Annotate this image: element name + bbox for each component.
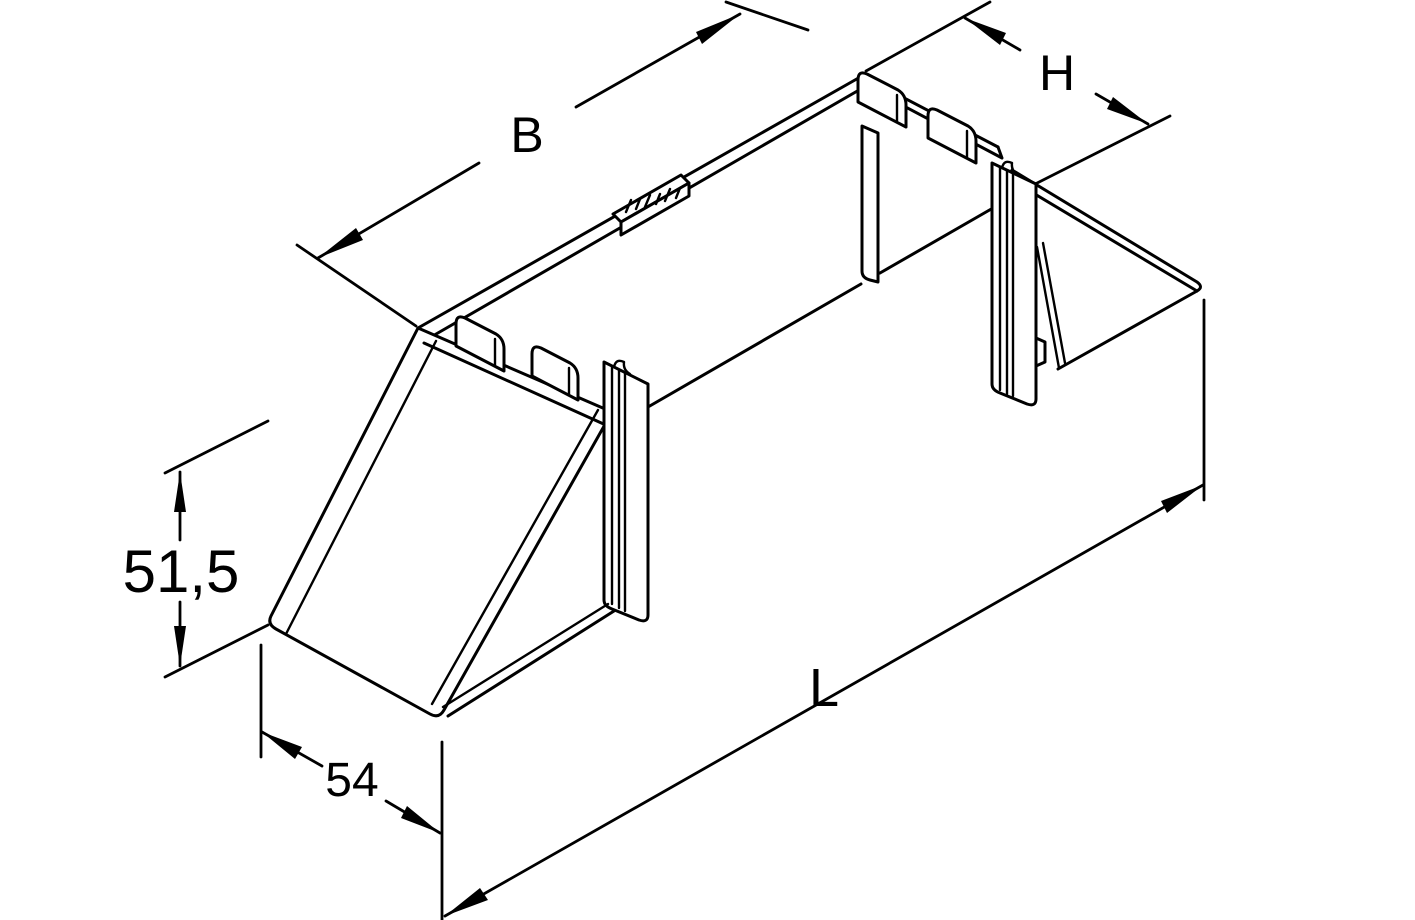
- wall-bottom-edge-right: [878, 206, 995, 275]
- left-clip-tabs: [454, 315, 580, 402]
- right-rail-lower-edge: [864, 84, 1004, 160]
- right-post: [990, 160, 1047, 407]
- dim-L-line: [443, 483, 1205, 918]
- dimension-54: 54: [259, 643, 444, 920]
- right-flange-face: [1012, 170, 1202, 369]
- chute-sloped-face: [268, 326, 614, 718]
- dimension-B: B: [295, 0, 810, 328]
- clip-tab-right-1: [856, 71, 908, 129]
- right-flange-underside-edge: [1006, 176, 1199, 293]
- clip-tab-left-2: [530, 345, 580, 402]
- chute-top-rail-lower-edge: [422, 341, 610, 428]
- dimension-51-5: 51,5: [123, 419, 270, 679]
- dim-B-extension-left: [295, 243, 418, 328]
- dim-H-label: H: [1039, 45, 1075, 101]
- left-post: [602, 359, 650, 623]
- chute-ridge-inner-line: [284, 339, 438, 636]
- back-wall-face: [418, 76, 1000, 408]
- dim-L-label: L: [809, 658, 839, 718]
- dim-515-arrowhead-bottom: [174, 626, 186, 666]
- clip-tab-left-1: [454, 315, 506, 373]
- right-post-side-lug: [1034, 336, 1047, 368]
- dim-B-arrowhead-right: [696, 14, 740, 44]
- embossed-marking: [624, 186, 682, 214]
- back-wall-panel: [416, 74, 1004, 409]
- wall-bottom-edge-left: [646, 282, 863, 409]
- gusset-bottom-edge-outer: [446, 609, 616, 718]
- right-clip-tabs: [856, 71, 978, 165]
- clip-tab-right-2: [926, 107, 978, 165]
- outlet-chute: [268, 326, 614, 718]
- dim-515-label: 51,5: [123, 538, 240, 605]
- dim-L-arrowhead-right: [1161, 485, 1203, 513]
- gusset-bottom-edge-inner: [441, 602, 610, 709]
- dim-B-arrowhead-left: [318, 228, 363, 258]
- dimension-L: L: [443, 298, 1206, 918]
- dim-515-arrowhead-top: [174, 472, 186, 512]
- dim-54-label: 54: [325, 754, 378, 807]
- dim-H-arrowhead-upper: [965, 18, 1006, 45]
- left-post-top-notch: [612, 359, 632, 376]
- embossed-marking-block: [611, 173, 691, 237]
- dim-515-extension-top: [163, 419, 270, 475]
- right-post-top-notch: [1000, 160, 1020, 177]
- chute-right-edge-inner-line: [430, 408, 600, 706]
- right-flange-plate: [1006, 168, 1202, 371]
- right-flange-fold-line-outer: [1035, 245, 1061, 370]
- dim-515-extension-bottom: [163, 623, 270, 679]
- dim-54-arrowhead-left: [262, 732, 302, 759]
- dim-H-arrowhead-lower: [1107, 97, 1148, 124]
- dim-L-arrowhead-left: [445, 888, 488, 916]
- right-flange-fold-line-inner: [1041, 241, 1067, 365]
- chute-gusset: [441, 602, 616, 718]
- dim-54-arrowhead-right: [401, 806, 440, 833]
- dim-H-extension-top: [864, 0, 992, 73]
- dim-B-extension-right: [724, 0, 810, 32]
- dim-B-label: B: [510, 107, 543, 163]
- right-vertical-strut: [860, 124, 880, 284]
